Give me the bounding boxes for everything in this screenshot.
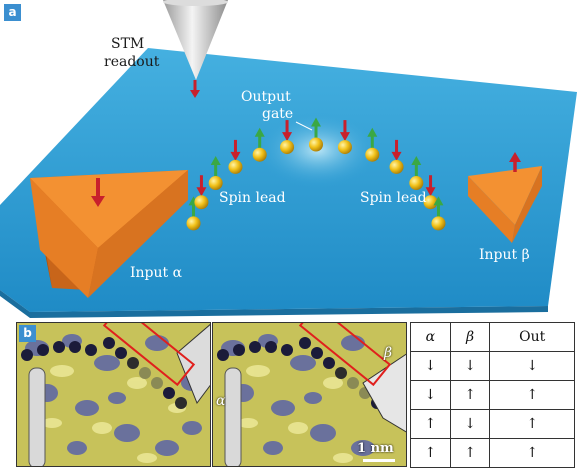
atom: [252, 147, 267, 162]
output-label: Output: [241, 89, 291, 105]
cell-out: ↑: [489, 409, 575, 439]
cell-beta: ↓: [449, 351, 491, 381]
stm-image-1: [16, 322, 211, 467]
atom: [423, 195, 438, 210]
spin-down-arrow: [196, 187, 207, 197]
atom: [208, 176, 223, 191]
stm-label: STM: [111, 36, 144, 52]
input-beta-block: [468, 166, 542, 243]
scale-bar-label: 1 nm: [357, 441, 394, 456]
truth-table: α β Out ↓ ↓ ↓ ↓ ↑ ↑ ↑ ↓ ↑ ↑ ↑ ↑: [410, 322, 575, 468]
cell-out: ↑: [489, 380, 575, 410]
spin-site: [389, 139, 404, 174]
gate-pointer-line: [295, 121, 313, 131]
spin-site: [423, 175, 438, 210]
stm-alpha-label: α: [216, 393, 226, 409]
input-alpha-block: [30, 170, 188, 298]
cell-beta: ↑: [449, 380, 491, 410]
schematic-svg: STM readout Output gate Spin lead Spin l…: [0, 0, 577, 318]
table-row: ↓ ↓ ↓: [410, 351, 575, 381]
spin-site: [194, 175, 209, 210]
header-beta: β: [449, 322, 491, 352]
atom: [337, 140, 352, 155]
spin-site: [309, 117, 323, 152]
atom: [228, 159, 243, 174]
atom: [431, 216, 446, 231]
atom: [280, 140, 295, 155]
spin-up-arrow: [210, 156, 221, 166]
panel-a-badge: a: [4, 4, 21, 21]
spin-up-arrow: [254, 127, 265, 137]
header-out: Out: [489, 322, 575, 352]
stm-image-1-svg: [17, 323, 210, 466]
stm-tip: [163, 0, 228, 80]
stm-beta-label: β: [384, 345, 393, 361]
panel-b-badge: b: [19, 325, 36, 342]
spin-down-arrow: [339, 132, 350, 142]
spin-site: [186, 196, 201, 231]
spin-down-arrow: [230, 151, 241, 161]
spin-site: [409, 156, 424, 191]
spin-site: [337, 120, 352, 155]
spin-lead-left-label: Spin lead: [219, 190, 286, 206]
input-beta-label: Input β: [479, 247, 530, 263]
cell-alpha: ↓: [410, 351, 451, 381]
atom: [365, 147, 380, 162]
table-row: ↓ ↑ ↑: [410, 380, 575, 410]
atom: [409, 176, 424, 191]
input-alpha-label: Input α: [130, 265, 183, 281]
cell-alpha: ↑: [410, 409, 451, 439]
table-row: ↑ ↑ ↑: [410, 438, 575, 468]
cell-beta: ↓: [449, 409, 491, 439]
spin-site: [431, 196, 446, 231]
cell-out: ↑: [489, 438, 575, 468]
spin-site: [228, 139, 243, 174]
input-alpha-spin-arrow: [91, 178, 105, 207]
stm-image-2: [212, 322, 407, 467]
spin-up-arrow: [367, 127, 378, 137]
scale-bar: [363, 459, 395, 462]
atom: [309, 137, 323, 152]
cell-beta: ↑: [449, 438, 491, 468]
spin-up-arrow: [433, 196, 444, 206]
spin-site: [252, 127, 267, 162]
cell-out: ↓: [489, 351, 575, 381]
spin-site: [365, 127, 380, 162]
spin-site: [208, 156, 223, 191]
table-row: ↑ ↓ ↑: [410, 409, 575, 439]
gate-label: gate: [262, 106, 293, 122]
spin-down-arrow: [425, 187, 436, 197]
stm-readout-arrow: [190, 80, 200, 98]
cell-alpha: ↑: [410, 438, 451, 468]
spin-chain: [186, 117, 446, 231]
header-alpha: α: [410, 322, 451, 352]
spin-lead-right-label: Spin lead: [360, 190, 427, 206]
atom: [194, 195, 209, 210]
spin-down-arrow: [282, 132, 293, 142]
spin-down-arrow: [391, 151, 402, 161]
input-beta-spin-arrow: [509, 152, 521, 172]
spin-up-arrow: [411, 156, 422, 166]
cell-alpha: ↓: [410, 380, 451, 410]
spin-site: [280, 120, 295, 155]
stm-image-2-svg: [213, 323, 406, 466]
atom: [186, 216, 201, 231]
truth-table-header-row: α β Out: [410, 322, 575, 352]
substrate-edge: [0, 290, 548, 318]
spin-up-arrow: [311, 117, 321, 127]
readout-label: readout: [104, 54, 160, 70]
atom: [389, 159, 404, 174]
panel-a-schematic: STM readout Output gate Spin lead Spin l…: [0, 0, 577, 318]
